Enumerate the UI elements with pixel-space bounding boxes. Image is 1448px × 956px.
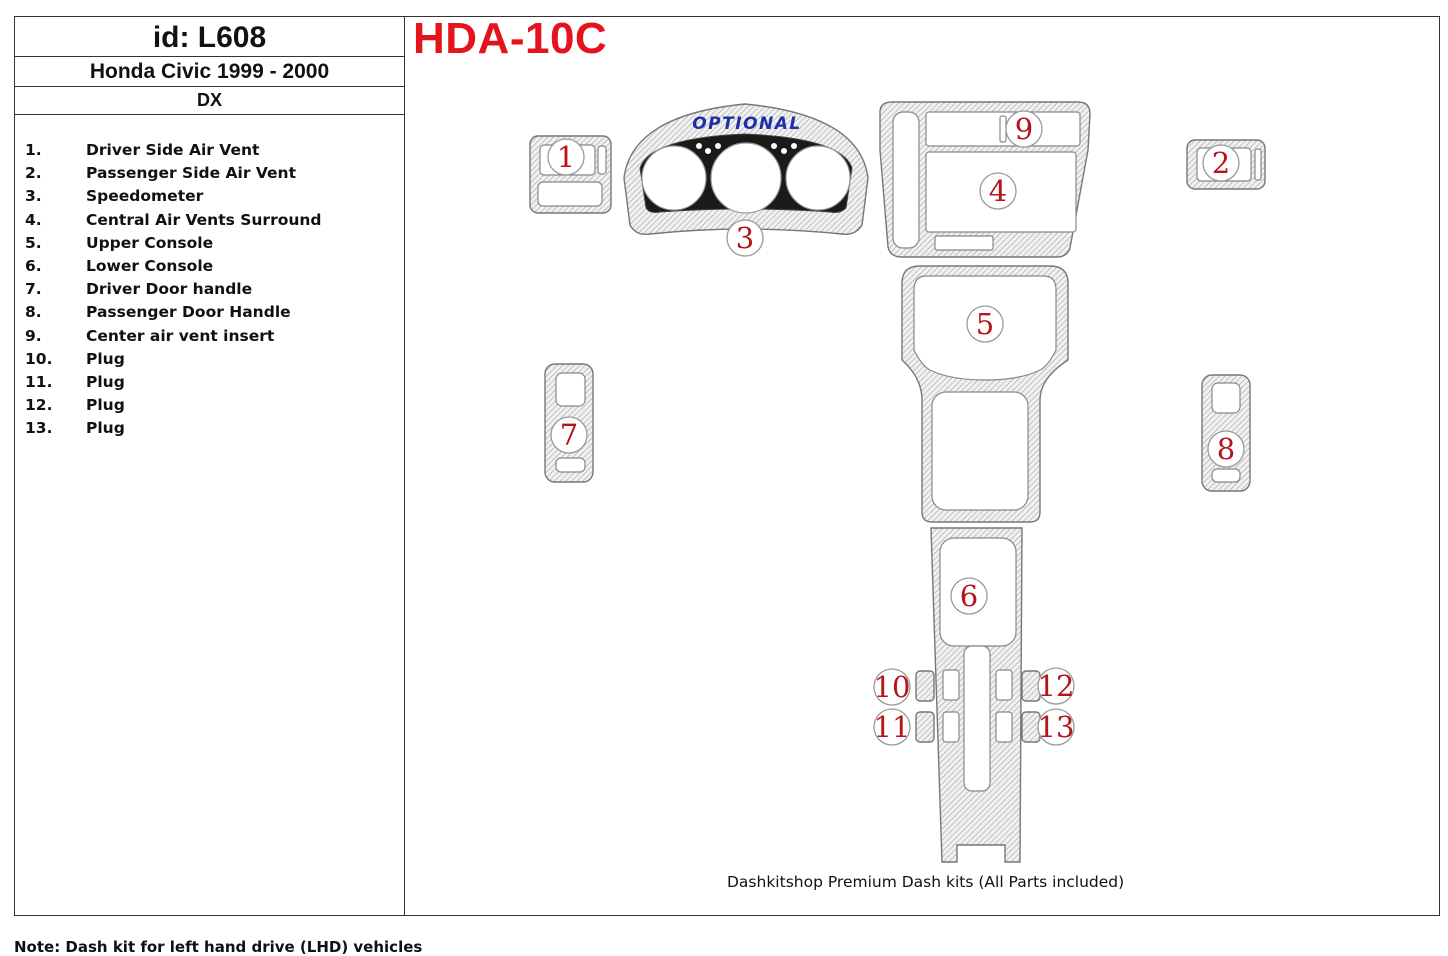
part-number: 5. (25, 233, 42, 252)
svg-text:8: 8 (1217, 432, 1235, 466)
parts-list-item: 11. Plug (25, 373, 322, 396)
part-name: Driver Side Air Vent (86, 141, 260, 159)
part-3-speedometer: OPTIONAL (623, 103, 869, 235)
badge-3: 3 (726, 219, 764, 257)
badge-13: 13 (1037, 708, 1075, 746)
part-number: 3. (25, 187, 42, 206)
sheet-frame: id: L608 Honda Civic 1999 - 2000 DX 1. Dr… (14, 16, 1440, 916)
parts-list-item: 3. Speedometer (25, 187, 322, 210)
part-number: 11. (25, 372, 53, 391)
part-number: 4. (25, 210, 42, 229)
part-name: Plug (86, 419, 125, 438)
svg-text:1: 1 (557, 140, 575, 174)
badge-5: 5 (966, 305, 1004, 343)
parts-list-item: 10. Plug (25, 350, 322, 373)
plugs (915, 670, 1041, 743)
parts-list-item: 1. Driver Side Air Vent (25, 141, 322, 164)
badge-7: 7 (550, 416, 588, 454)
badge-11: 11 (873, 708, 911, 746)
part-number: 10. (25, 349, 53, 368)
badge-2: 2 (1202, 144, 1240, 182)
part-name: Passenger Side Air Vent (86, 164, 296, 183)
parts-list-item: 5. Upper Console (25, 234, 322, 257)
svg-text:7: 7 (560, 418, 578, 452)
caption: Dashkitshop Premium Dash kits (All Parts… (727, 873, 1125, 891)
badge-1: 1 (547, 138, 585, 176)
badge-4: 4 (979, 172, 1017, 210)
part-name: Plug (86, 349, 125, 368)
optional-label: OPTIONAL (692, 114, 802, 134)
kit-code: HDA-10C (413, 14, 608, 63)
part-number: 1. (25, 141, 42, 159)
footnote: Note: Dash kit for left hand drive (LHD)… (14, 938, 423, 956)
badge-6: 6 (950, 577, 988, 615)
part-name: Plug (86, 372, 125, 391)
parts-list-item: 13. Plug (25, 419, 322, 442)
part-name: Upper Console (86, 233, 214, 252)
parts-list-item: 2. Passenger Side Air Vent (25, 164, 322, 187)
part-5-upper-console (901, 265, 1069, 523)
vehicle-model: Honda Civic 1999 - 2000 (15, 57, 404, 87)
svg-text:9: 9 (1015, 112, 1033, 146)
parts-list-item: 9. Center air vent insert (25, 327, 322, 350)
svg-text:13: 13 (1038, 710, 1075, 744)
part-number: 2. (25, 164, 42, 183)
parts-list-item: 8. Passenger Door Handle (25, 303, 322, 326)
svg-text:3: 3 (736, 221, 754, 255)
part-number: 12. (25, 396, 53, 415)
svg-text:6: 6 (960, 579, 978, 613)
part-number: 8. (25, 303, 42, 322)
part-name: Lower Console (86, 256, 214, 275)
svg-text:5: 5 (976, 307, 994, 341)
parts-list-item: 7. Driver Door handle (25, 280, 322, 303)
parts-list: 1. Driver Side Air Vent 2. Passenger Side A… (25, 141, 322, 442)
part-number: 7. (25, 280, 42, 299)
part-name: Central Air Vents Surround (86, 210, 322, 229)
svg-text:4: 4 (989, 174, 1007, 208)
part-name: Plug (86, 396, 125, 415)
svg-text:10: 10 (874, 670, 911, 704)
part-number: 6. (25, 256, 42, 275)
parts-list-item: 12. Plug (25, 396, 322, 419)
svg-text:2: 2 (1212, 146, 1230, 180)
part-name: Speedometer (86, 187, 204, 206)
badge-12: 12 (1037, 667, 1075, 705)
parts-list-item: 4. Central Air Vents Surround (25, 211, 322, 234)
parts-list-item: 6. Lower Console (25, 257, 322, 280)
badge-9: 9 (1005, 110, 1043, 148)
part-number: 9. (25, 326, 42, 345)
part-name: Driver Door handle (86, 280, 253, 299)
part-6-lower-console (930, 527, 1023, 863)
part-number: 13. (25, 419, 53, 438)
info-panel: id: L608 Honda Civic 1999 - 2000 DX 1. Dr… (15, 17, 405, 915)
vehicle-trim: DX (15, 87, 404, 115)
part-name: Passenger Door Handle (86, 303, 291, 322)
svg-text:12: 12 (1038, 669, 1075, 703)
part-name: Center air vent insert (86, 326, 275, 345)
kit-id: id: L608 (15, 17, 404, 57)
badge-10: 10 (873, 668, 911, 706)
svg-text:11: 11 (874, 710, 911, 744)
badge-8: 8 (1207, 430, 1245, 468)
